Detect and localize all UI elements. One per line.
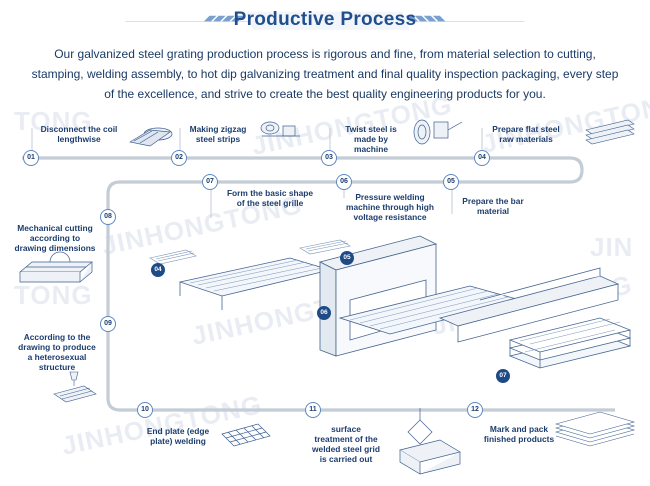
step-number: 03: [321, 150, 337, 166]
step-label: According to the drawing to produce a he…: [18, 332, 96, 372]
intro-paragraph: Our galvanized steel grating production …: [31, 47, 619, 101]
end-plate-grate-icon: [221, 423, 271, 447]
step-label: Mark and pack finished products: [483, 424, 555, 444]
cutting-machine-icon: [19, 251, 93, 283]
step-number: 05: [443, 174, 459, 190]
machine-tag: 04: [151, 263, 165, 277]
title-band: [125, 11, 525, 30]
step-label: Mechanical cutting according to drawing …: [14, 223, 96, 253]
step-label: Twist steel is made by machine: [345, 124, 397, 154]
galvanizing-tank-icon: [399, 408, 461, 475]
step-number: 06: [336, 174, 352, 190]
production-line-illustration: [178, 235, 632, 369]
step-number: 09: [100, 316, 116, 332]
watermark: TONG: [14, 106, 93, 136]
page-title: Productive Process: [233, 9, 417, 30]
step-number: 12: [467, 402, 483, 418]
flat-steel-icon: [585, 119, 635, 145]
step-label: Prepare flat steel raw materials: [492, 124, 560, 144]
twisting-machine-icon: [413, 119, 463, 145]
step-number: 02: [171, 150, 187, 166]
step-label: Pressure welding machine through high vo…: [346, 192, 434, 222]
packed-grates-icon: [554, 411, 636, 447]
step-label: surface treatment of the welded steel gr…: [312, 424, 380, 464]
step-label: End plate (edge plate) welding: [146, 426, 210, 446]
step-number: 07: [202, 174, 218, 190]
step-label: Disconnect the coil lengthwise: [40, 124, 118, 144]
watermark: TONG: [14, 280, 93, 310]
zigzag-strip-icon: [260, 121, 300, 137]
machine-tag: 07: [496, 369, 510, 383]
watermark: JIN: [590, 232, 634, 262]
step-number: 01: [23, 150, 39, 166]
grating-stack-icon: [149, 239, 351, 265]
irregular-grate-icon: [53, 371, 97, 403]
step-number: 04: [474, 150, 490, 166]
machine-tag: 05: [340, 251, 354, 265]
step-number: 10: [137, 402, 153, 418]
step-label: Prepare the bar material: [462, 196, 524, 216]
step-number: 08: [100, 209, 116, 225]
step-number: 11: [305, 402, 321, 418]
steel-coil-icon: [129, 127, 173, 147]
step-label: Form the basic shape of the steel grille: [226, 188, 314, 208]
step-label: Making zigzag steel strips: [189, 124, 247, 144]
machine-tag: 06: [317, 306, 331, 320]
